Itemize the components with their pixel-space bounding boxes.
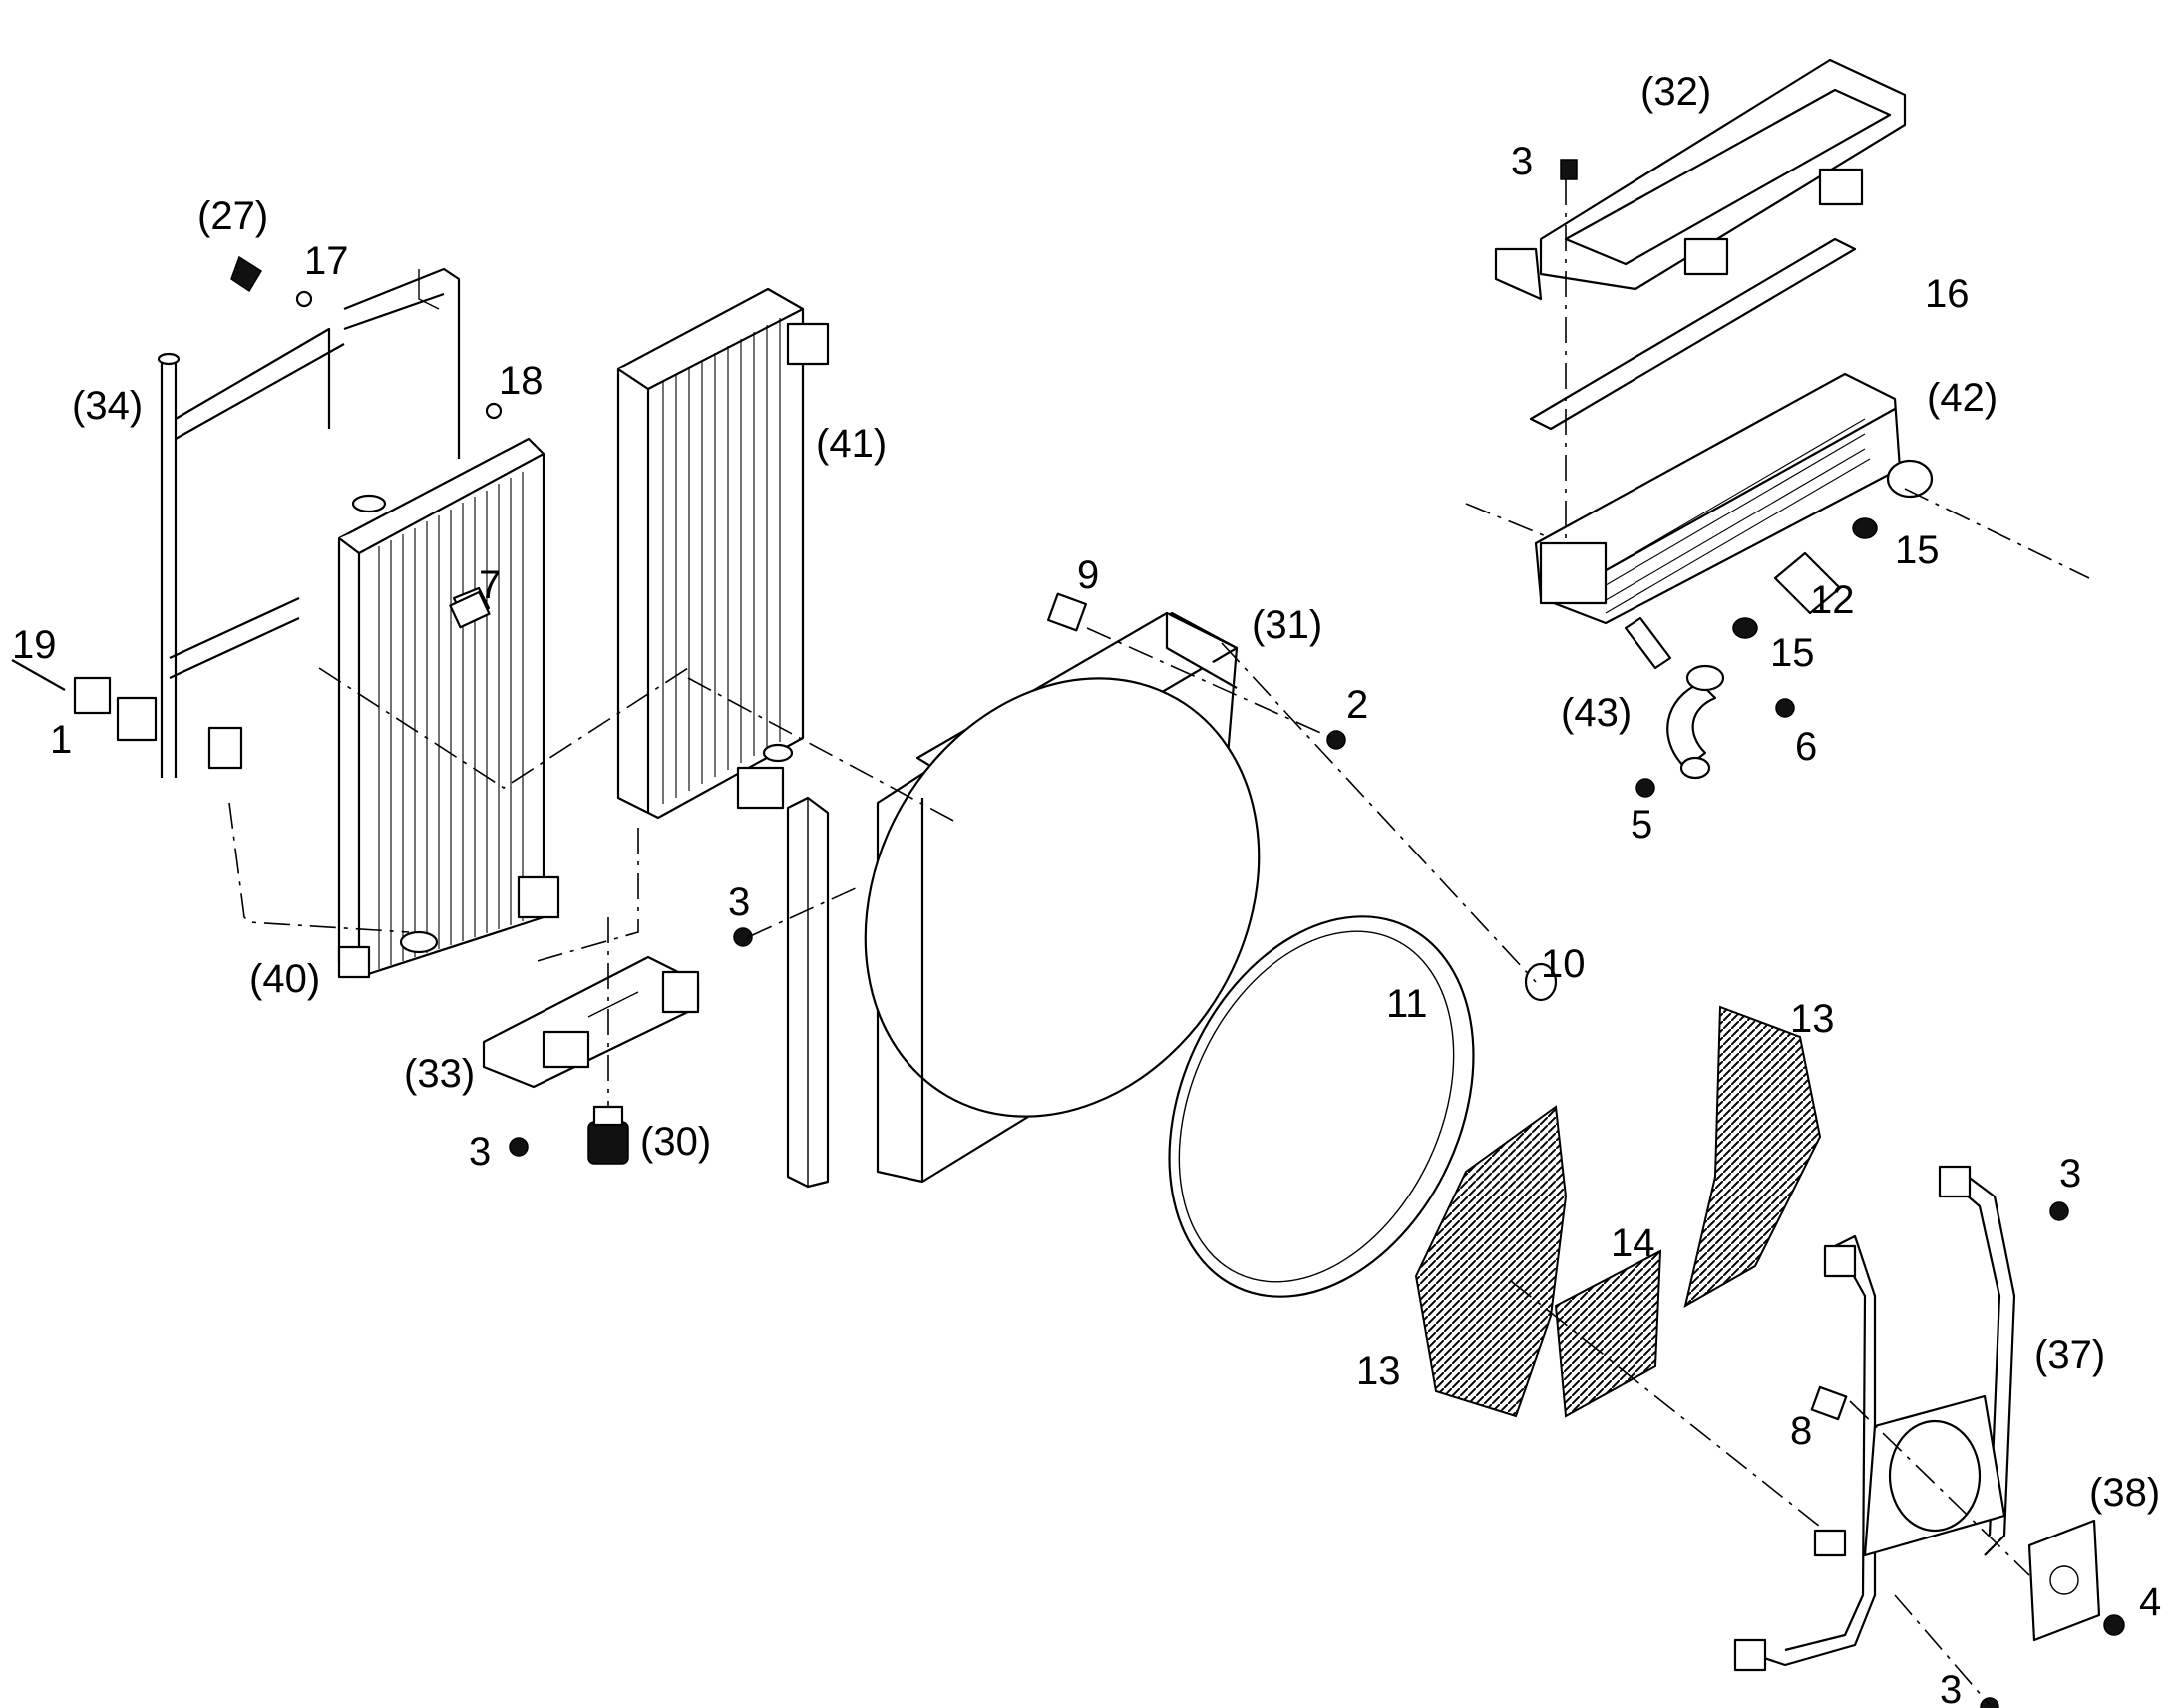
- nut-5: [1635, 778, 1655, 798]
- hose-12: [1773, 551, 1842, 615]
- bolt-8: [1810, 1385, 1848, 1421]
- callout-33: (33): [404, 1052, 475, 1096]
- callout-15: 15: [1895, 528, 1940, 572]
- fan-guard-13-right: [1683, 1005, 1822, 1309]
- support-frame-37: [1733, 1165, 2016, 1672]
- callout-14: 14: [1611, 1221, 1655, 1265]
- callout-19: 19: [12, 623, 57, 667]
- bolt-9: [1047, 592, 1087, 632]
- bolt-3-frame-right: [2049, 1201, 2069, 1221]
- callout-38: (38): [2089, 1471, 2160, 1515]
- callout-43: (43): [1561, 691, 1632, 735]
- callout-34: (34): [72, 384, 143, 428]
- fan-shroud-31: [864, 611, 1261, 1184]
- callout-labels: 1 2 3 3 3 3 3 4 5 6 7 8 9 10 11 12 13 13…: [12, 70, 2161, 1708]
- gasket-16: [1529, 237, 1857, 431]
- drain-plug-30: [587, 1105, 629, 1165]
- callout-8: 8: [1790, 1409, 1812, 1453]
- bolt-3-bracket: [509, 1137, 529, 1157]
- callout-3: 3: [469, 1130, 491, 1174]
- mounting-plate-38: [2027, 1519, 2101, 1642]
- callout-32: (32): [1640, 70, 1711, 114]
- bolt-2: [1326, 730, 1346, 750]
- callout-15: 15: [1770, 631, 1815, 675]
- center-plate-14: [1554, 1249, 1662, 1418]
- frame-bracket-34: [157, 267, 461, 778]
- assembly-centerlines: [228, 179, 2090, 1706]
- callout-12: 12: [1810, 578, 1855, 622]
- callout-2: 2: [1346, 683, 1368, 727]
- callout-13: 13: [1356, 1349, 1401, 1393]
- bolt-3-shroud: [733, 927, 753, 947]
- fan-guard-13-left: [1414, 1105, 1568, 1418]
- vertical-strip: [786, 796, 830, 1189]
- bolt-3-frame-bottom: [1980, 1697, 1999, 1708]
- radiator-40: [337, 437, 560, 979]
- callout-3: 3: [1940, 1668, 1962, 1708]
- callout-6: 6: [1795, 725, 1817, 769]
- callout-27: (27): [197, 194, 268, 238]
- clamp-15-lower: [1732, 617, 1758, 639]
- intercooler-42: [1534, 372, 1934, 670]
- hose-elbow-43: [1666, 664, 1725, 780]
- callout-9: 9: [1077, 553, 1099, 597]
- callout-42: (42): [1927, 376, 1998, 420]
- clamp-15-upper: [1852, 517, 1878, 539]
- knob-27: [230, 255, 263, 293]
- callout-4: 4: [2139, 1580, 2161, 1624]
- callout-5: 5: [1631, 803, 1652, 847]
- callout-3: 3: [2059, 1152, 2081, 1196]
- oil-cooler-41: [616, 287, 830, 820]
- callout-11: 11: [1386, 982, 1428, 1026]
- callout-40: (40): [249, 957, 320, 1001]
- fitting-7: [449, 590, 491, 629]
- lower-bracket-33: [482, 955, 700, 1089]
- top-bracket-32: [1494, 58, 1907, 301]
- washer-17: [295, 290, 313, 308]
- washer-18: [485, 402, 503, 420]
- bolt-19: [11, 659, 158, 742]
- callout-3: 3: [728, 880, 750, 924]
- callout-18: 18: [499, 359, 544, 403]
- nut-4: [2103, 1614, 2125, 1636]
- callout-16: 16: [1925, 272, 1970, 316]
- bolt-6: [1775, 698, 1795, 718]
- fan-ring-11: [1168, 915, 1475, 1298]
- callout-1: 1: [50, 718, 72, 762]
- callout-17: 17: [304, 239, 349, 283]
- bolt-3-top: [1560, 159, 1578, 180]
- fitting-10: [1524, 962, 1558, 1002]
- callout-31: (31): [1252, 603, 1322, 647]
- callout-41: (41): [816, 422, 887, 466]
- callout-37: (37): [2034, 1333, 2105, 1377]
- callout-10: 10: [1541, 942, 1586, 986]
- callout-13: 13: [1790, 997, 1835, 1041]
- callout-7: 7: [479, 563, 501, 607]
- callout-30: (30): [640, 1120, 711, 1164]
- callout-3: 3: [1511, 140, 1533, 183]
